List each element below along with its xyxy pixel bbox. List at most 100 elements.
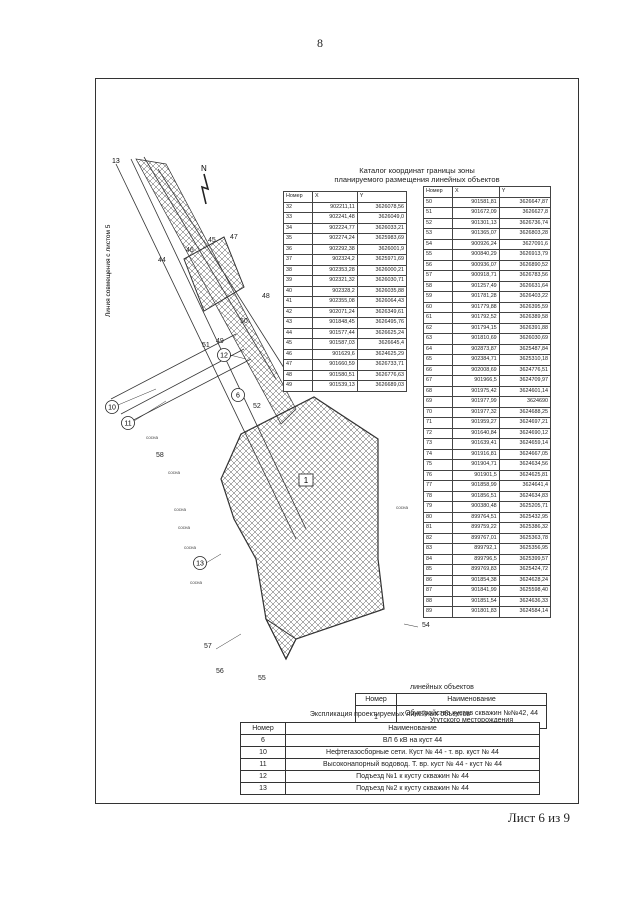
svg-text:1: 1 [304, 476, 309, 485]
point-number: 56 [423, 259, 453, 271]
coord-y: 3626078,56 [356, 201, 408, 213]
point-number: 86 [423, 574, 453, 586]
coord-y: 3624601,14 [498, 385, 552, 397]
coord-x: 902292,38 [312, 243, 358, 255]
coord-x: 902873,87 [452, 343, 500, 355]
point-number: 55 [423, 249, 453, 261]
point-number: 59 [423, 291, 453, 303]
coord-x: 901794,15 [452, 322, 500, 334]
coord-y: 3626890,52 [498, 259, 552, 271]
svg-text:11: 11 [124, 421, 131, 428]
object-number: 13 [240, 782, 286, 795]
point-48: 48 [262, 293, 270, 300]
point-number: 82 [423, 532, 453, 544]
explication-title: Экспликация проектируемых линейных объек… [309, 711, 471, 718]
tree-label: сосна [174, 507, 187, 512]
header-number: Номер [240, 722, 286, 735]
coord-y: 3627091,6 [498, 238, 552, 250]
tree-label: сосна [190, 580, 203, 585]
coord-x: 901581,81 [452, 196, 500, 208]
point-number: 45 [283, 338, 313, 350]
tree-label: сосна [396, 505, 409, 510]
coord-y: 3624625,29 [356, 348, 408, 360]
coord-x: 902355,08 [312, 296, 358, 308]
object-name: Подъезд №2 к кусту скважин № 44 [285, 782, 540, 795]
object-name: Нефтегазосборные сети. Куст № 44 - т. вр… [285, 746, 540, 759]
coord-y: 3626403,22 [498, 291, 552, 303]
coord-y: 3626736,74 [498, 217, 552, 229]
point-number: 80 [423, 511, 453, 523]
point-number: 78 [423, 490, 453, 502]
point-number: 79 [423, 501, 453, 513]
coord-y: 3624690 [498, 396, 552, 408]
plot-extension [264, 617, 297, 661]
point-number: 68 [423, 385, 453, 397]
coord-x: 901580,51 [312, 369, 358, 381]
coord-y: 3624584,14 [498, 606, 552, 618]
header-name: Наименование [285, 722, 540, 735]
coord-x: 901904,71 [452, 459, 500, 471]
header-name: Наименование [396, 693, 547, 706]
point-number: 51 [423, 207, 453, 219]
object-name: Подъезд №1 к кусту скважин № 44 [285, 770, 540, 783]
coord-y: 3624634,83 [498, 490, 552, 502]
page-number: 8 [317, 36, 323, 50]
coord-y: 3626913,79 [498, 249, 552, 261]
coord-y: 3626645,4 [356, 338, 408, 350]
coord-y: 3626389,58 [498, 312, 552, 324]
point-number: 54 [423, 238, 453, 250]
coord-y: 3624628,24 [498, 574, 552, 586]
header-number: Номер [355, 693, 397, 706]
coord-x: 901966,5 [452, 375, 500, 387]
coord-x: 901781,28 [452, 291, 500, 303]
coord-x: 899759,22 [452, 522, 500, 534]
coord-x: 901577,44 [312, 327, 358, 339]
point-number: 52 [423, 217, 453, 229]
coord-x: 902324,2 [312, 254, 358, 266]
main-plot-zone [220, 396, 385, 661]
site-plan-map: N 13 Линия совмещения с листом 5 44 45 4… [105, 156, 430, 682]
coord-y: 3626033,21 [356, 222, 408, 234]
coord-x: 901959,27 [452, 417, 500, 429]
sheet-frame [95, 78, 579, 804]
well-pad-zone [183, 236, 245, 312]
coord-x: 901916,81 [452, 448, 500, 460]
coord-y: 3626030,69 [498, 333, 552, 345]
marker-12: 12 [217, 348, 231, 362]
coord-x: 901587,03 [312, 338, 358, 350]
coord-y: 3626391,88 [498, 322, 552, 334]
svg-text:13: 13 [196, 561, 204, 568]
point-50: 50 [240, 318, 248, 325]
point-46: 46 [186, 247, 194, 254]
point-number: 74 [423, 448, 453, 460]
coord-y: 3626395,59 [498, 301, 552, 313]
